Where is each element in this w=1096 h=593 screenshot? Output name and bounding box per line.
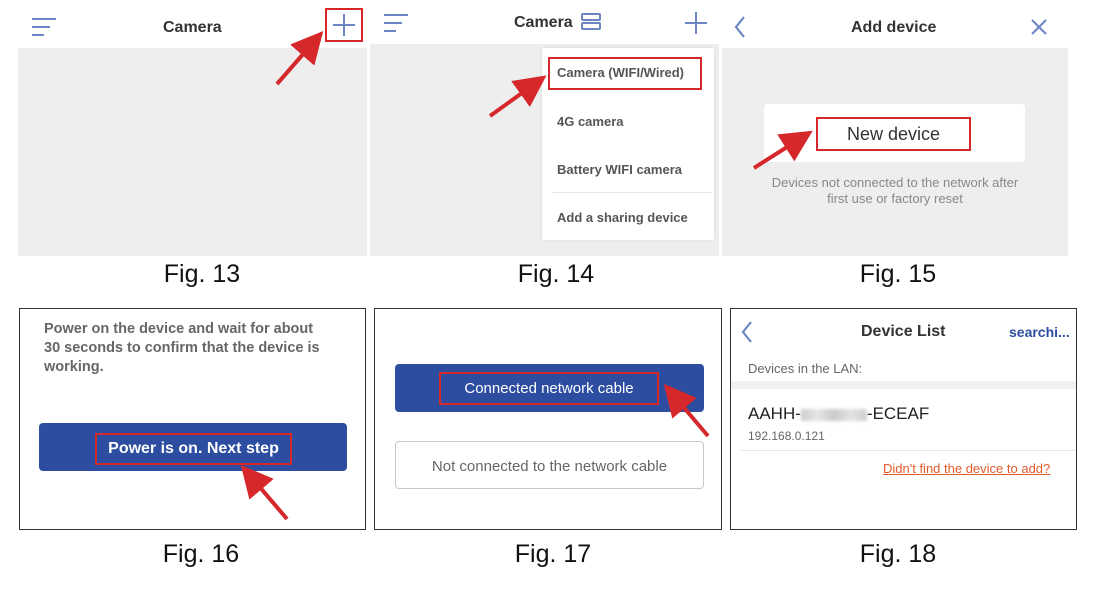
camera-wifi-highlight	[548, 57, 702, 90]
plus-icon[interactable]	[683, 10, 709, 41]
plus-highlight	[325, 8, 363, 42]
content-area	[18, 48, 367, 256]
caption-fig16: Fig. 16	[162, 540, 240, 568]
blurred-id	[800, 408, 867, 421]
device-name: AAHH- -ECEAF	[748, 404, 929, 424]
device-list-item[interactable]: AAHH- -ECEAF 192.168.0.121	[731, 391, 1076, 451]
menu-item-4g-camera[interactable]: 4G camera	[557, 114, 624, 129]
fig17-screen: Connected network cable Not connected to…	[374, 308, 722, 530]
caption-fig18: Fig. 18	[859, 540, 937, 568]
caption-fig13: Fig. 13	[163, 260, 241, 288]
fig15-screen: Add device New device Devices not connec…	[722, 0, 1068, 256]
section-divider	[731, 381, 1076, 389]
fig18-screen: Device List searchi... Devices in the LA…	[730, 308, 1077, 530]
connected-cable-label: Connected network cable	[464, 380, 634, 397]
chevron-back-icon[interactable]	[739, 319, 755, 350]
caption-fig14: Fig. 14	[517, 260, 595, 288]
page-title: Device List	[861, 323, 946, 340]
device-name-suffix: -ECEAF	[866, 404, 930, 423]
page-title: Camera	[514, 14, 573, 31]
connected-cable-highlight	[439, 372, 659, 405]
power-on-next-label: Power is on. Next step	[108, 440, 279, 457]
new-device-label: New device	[846, 124, 941, 144]
plus-icon[interactable]	[331, 12, 357, 43]
switch-icon[interactable]	[580, 12, 602, 37]
menu-divider	[552, 192, 712, 193]
new-device-note-line2: first use or factory reset	[827, 191, 963, 206]
menu-icon[interactable]	[382, 12, 410, 39]
device-ip: 192.168.0.121	[748, 429, 825, 443]
device-name-prefix: AAHH-	[748, 404, 801, 423]
fig14-screen: Camera Camera (WIFI/Wired) 4G camera Bat…	[370, 0, 719, 256]
instruction-line1: Power on the device and wait for about	[44, 321, 314, 337]
new-device-note-line1: Devices not connected to the network aft…	[771, 175, 1019, 190]
fig16-screen: Power on the device and wait for about 3…	[19, 308, 366, 530]
menu-item-sharing-device[interactable]: Add a sharing device	[557, 210, 688, 225]
page-title: Add device	[851, 19, 937, 36]
not-connected-cable-label: Not connected to the network cable	[431, 458, 668, 475]
add-menu: Camera (WIFI/Wired) 4G camera Battery WI…	[542, 48, 714, 240]
search-status: searchi...	[1009, 324, 1070, 340]
close-icon[interactable]	[1029, 17, 1049, 42]
not-found-link[interactable]: Didn't find the device to add?	[883, 461, 1051, 476]
menu-icon[interactable]	[30, 16, 58, 43]
item-divider	[741, 450, 1076, 451]
new-device-highlight	[816, 117, 971, 151]
menu-item-camera-wifi[interactable]: Camera (WIFI/Wired)	[557, 65, 685, 80]
not-connected-cable-button[interactable]	[395, 441, 704, 489]
caption-fig17: Fig. 17	[514, 540, 592, 568]
fig13-screen: Camera	[18, 0, 367, 256]
instruction-line2: 30 seconds to confirm that the device is	[44, 340, 320, 356]
menu-item-battery-camera[interactable]: Battery WIFI camera	[557, 162, 682, 177]
instruction-line3: working.	[44, 359, 104, 375]
caption-fig15: Fig. 15	[859, 260, 937, 288]
power-on-highlight	[95, 433, 292, 465]
section-label: Devices in the LAN:	[748, 361, 863, 376]
back-icon[interactable]	[732, 14, 748, 45]
page-title: Camera	[163, 19, 222, 36]
